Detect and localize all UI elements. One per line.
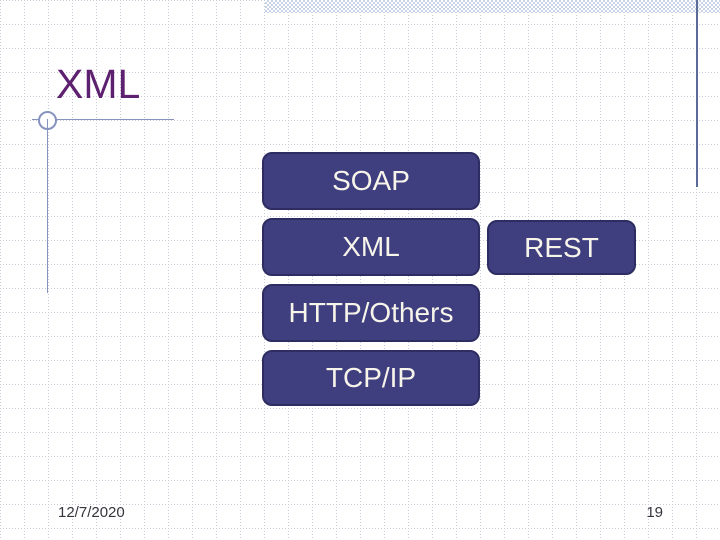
diagram-box-rest: REST (487, 220, 636, 275)
diagram-box-tcp-ip: TCP/IP (262, 350, 480, 406)
diagram-box-http-others: HTTP/Others (262, 284, 480, 342)
title-underline-line (32, 119, 174, 120)
diagram-box-soap: SOAP (262, 152, 480, 210)
checker-band-decoration (265, 0, 720, 13)
right-accent-line (696, 0, 698, 187)
page-title: XML (56, 61, 141, 107)
footer-date: 12/7/2020 (58, 504, 125, 521)
title-underline-drop-line (47, 119, 48, 293)
footer-page-number: 19 (646, 504, 663, 521)
diagram-box-xml: XML (262, 218, 480, 276)
